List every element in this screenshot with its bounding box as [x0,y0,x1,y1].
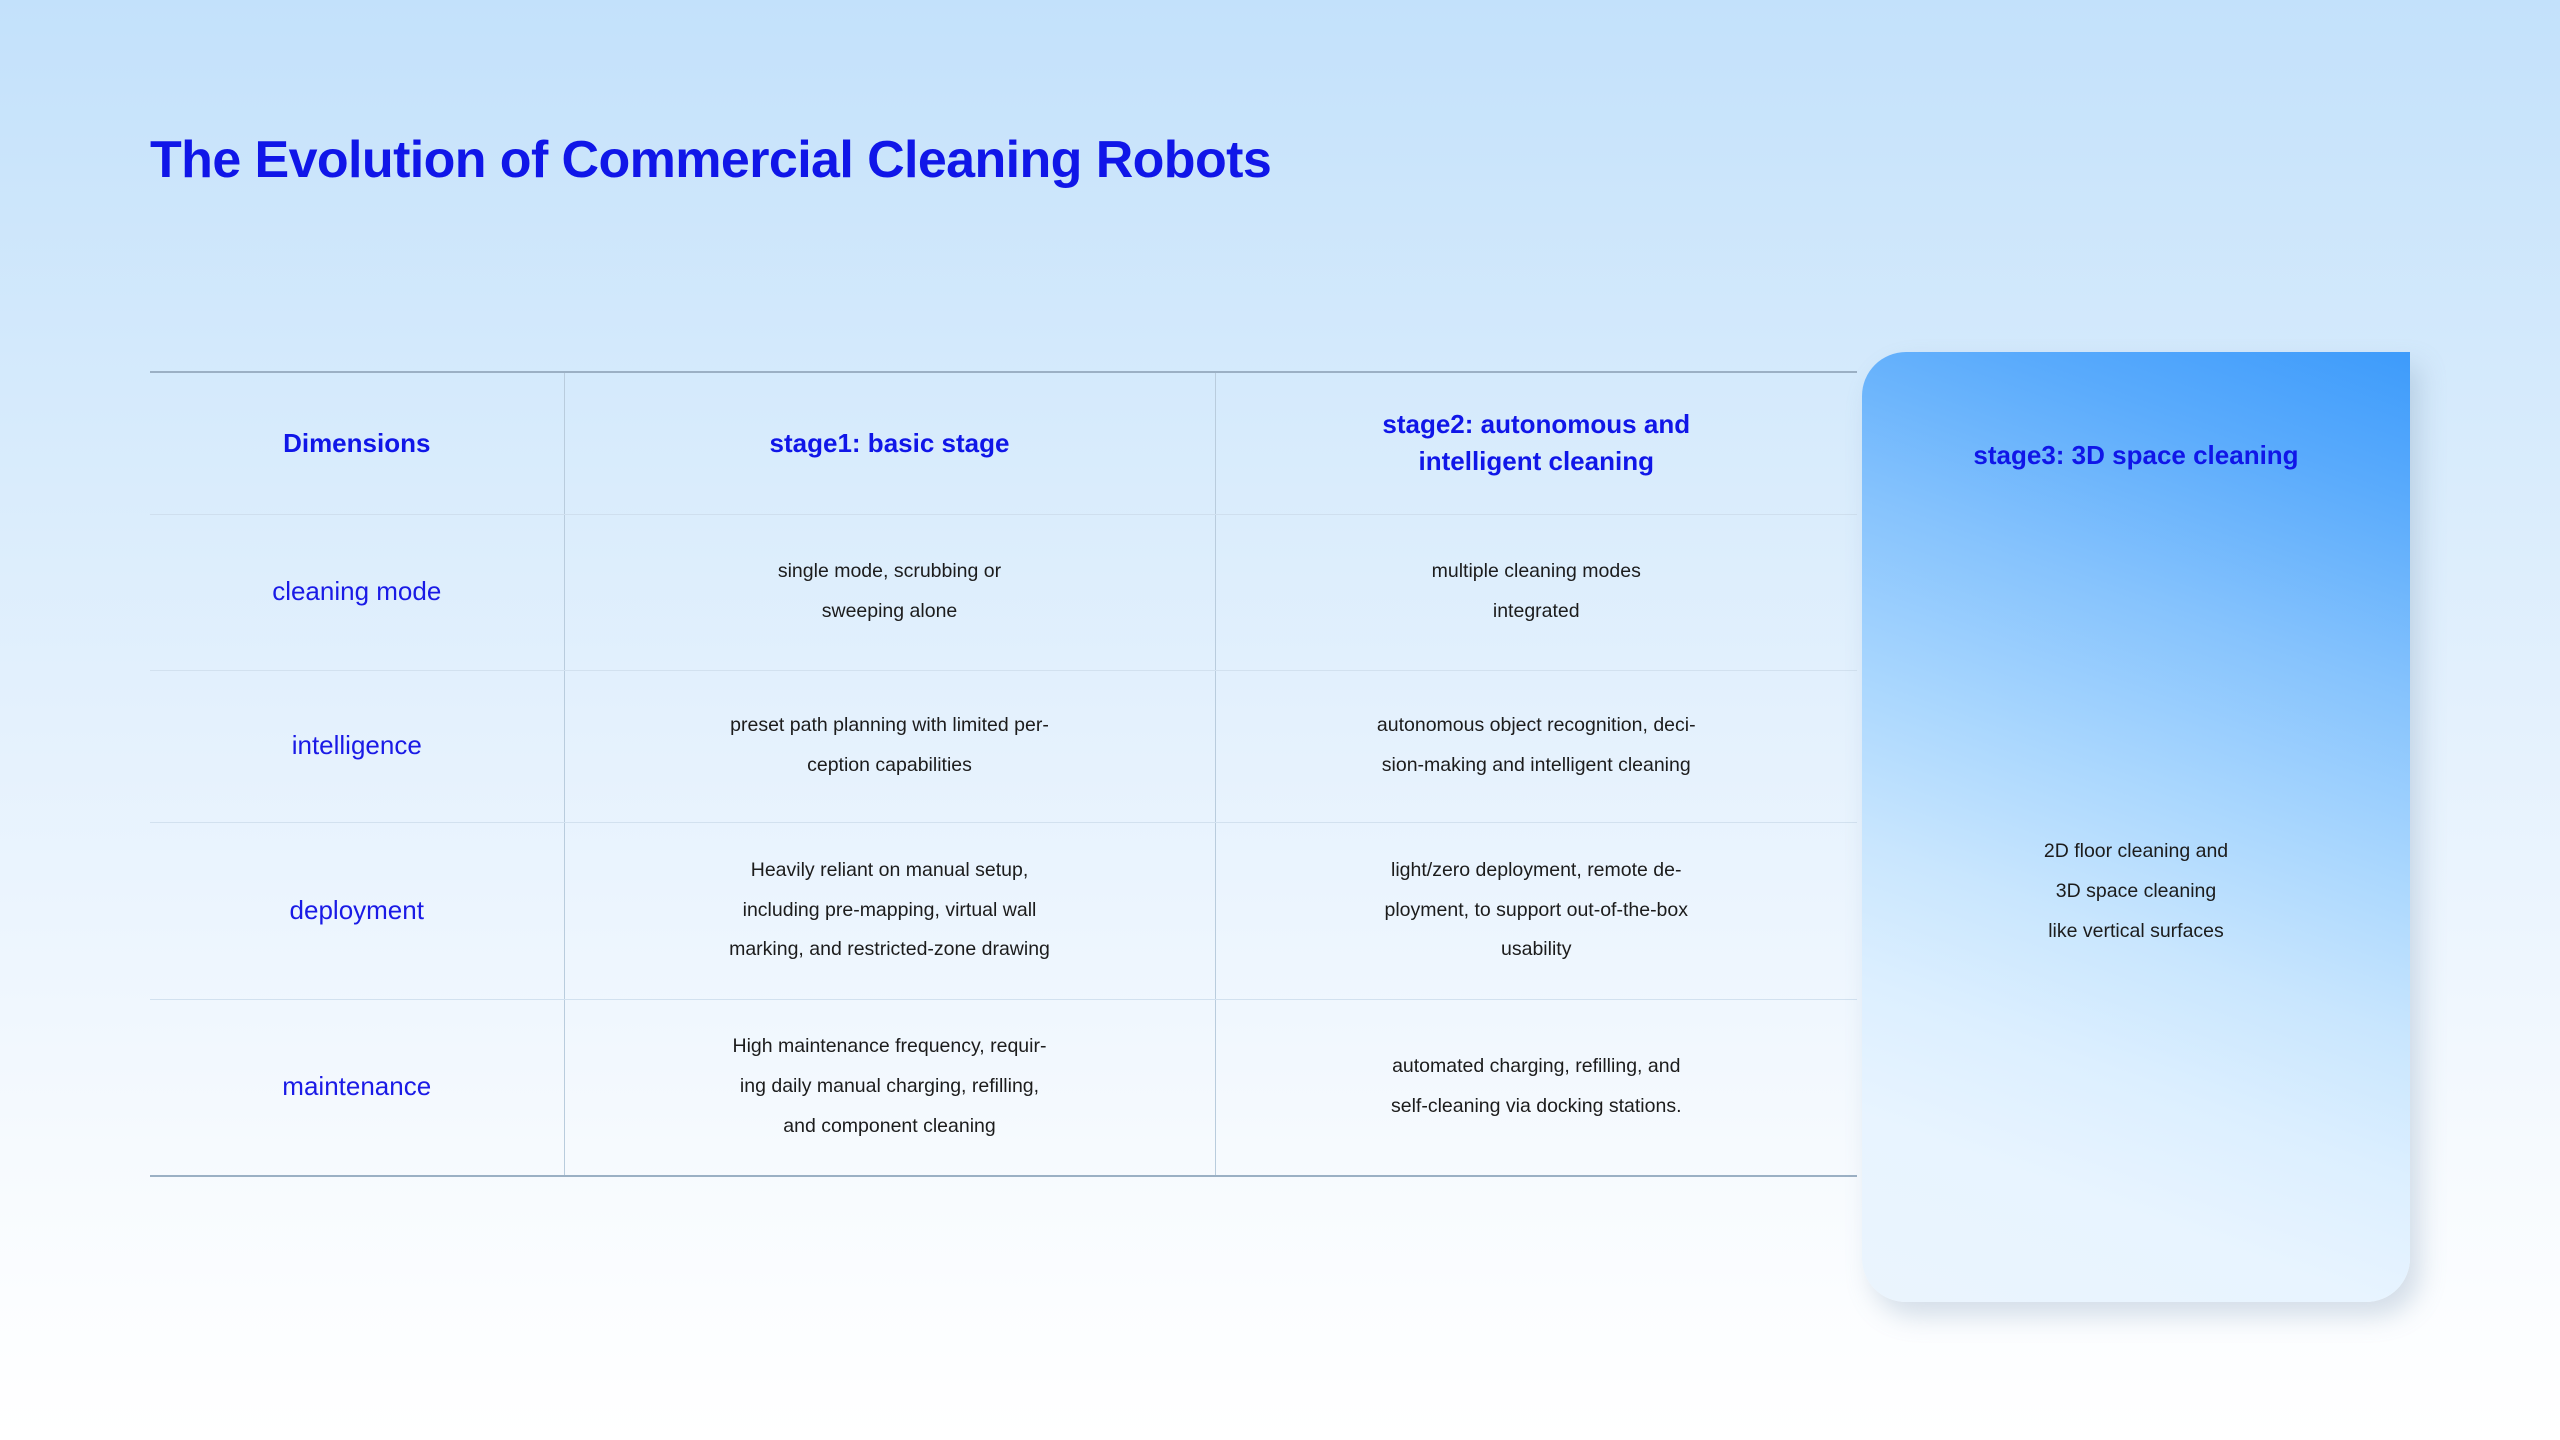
cell-text-line: sweeping alone [821,600,958,622]
table-body: cleaning mode single mode, scrubbing or … [150,514,1857,1177]
cell-stage1-deployment: Heavily reliant on manual setup, includi… [563,822,1215,1000]
column-header-dimensions: Dimensions [150,371,564,515]
column-header-stage2: stage2: autonomous and intelligent clean… [1214,371,1857,515]
cell-text-line: and component cleaning [783,1115,996,1138]
dimension-label-deployment: deployment [150,822,564,1000]
cell-text-line: automated charging, refilling, and [1392,1055,1681,1078]
comparison-table-container: Dimensions stage1: basic stage stage2: a… [150,371,1857,1177]
cell-stage2-maintenance: automated charging, refilling, and self-… [1214,999,1857,1177]
stage3-highlight-card: stage3: 3D space cleaning 2D floor clean… [1862,352,2410,1302]
cell-text-line: integrated [1492,600,1580,622]
cell-text-line: single mode, scrubbing or [777,560,1002,583]
table-header-row: Dimensions stage1: basic stage stage2: a… [150,371,1857,515]
table-row-cleaning-mode: cleaning mode single mode, scrubbing or … [150,514,1857,671]
cell-text-line: sion-making and intelligent cleaning [1381,754,1691,776]
dimension-label-intelligence: intelligence [150,670,564,823]
cell-text-line: like vertical surfaces [2048,919,2224,942]
cell-text-line: usability [1501,938,1572,961]
cell-text-line: 3D space cleaning [2055,879,2217,902]
stage3-card-title: stage3: 3D space cleaning [1973,440,2299,470]
cell-text-line: ing daily manual charging, refilling, [739,1075,1040,1098]
cell-stage2-deployment: light/zero deployment, remote de- ployme… [1214,822,1857,1000]
cell-text-line: self-cleaning via docking stations. [1391,1095,1682,1118]
cell-text-line: including pre-mapping, virtual wall [742,898,1037,921]
table-header: Dimensions stage1: basic stage stage2: a… [150,371,1857,515]
table-row-deployment: deployment Heavily reliant on manual set… [150,822,1857,1000]
cell-text-line: preset path planning with limited per- [730,714,1049,737]
column-header-stage1: stage1: basic stage [563,371,1215,515]
page-title: The Evolution of Commercial Cleaning Rob… [150,131,1272,189]
cell-text-line: light/zero deployment, remote de- [1391,858,1682,881]
table-row-maintenance: maintenance High maintenance frequency, … [150,999,1857,1177]
cell-text-line: ception capabilities [807,754,972,776]
cell-text-line: Heavily reliant on manual setup, [750,858,1029,881]
cell-stage2-intelligence: autonomous object recognition, deci- sio… [1214,670,1857,823]
cell-text-line: 2D floor cleaning and [2043,840,2229,862]
cell-text-line: marking, and restricted-zone drawing [729,938,1050,961]
cell-stage1-intelligence: preset path planning with limited per- c… [563,670,1215,823]
dimension-label-maintenance: maintenance [150,999,564,1177]
dimension-label-cleaning-mode: cleaning mode [150,514,564,671]
cell-stage1-cleaning-mode: single mode, scrubbing or sweeping alone [563,514,1215,671]
cell-text-line: multiple cleaning modes [1431,560,1641,583]
column-header-stage2-line-2: intelligent cleaning [1418,446,1654,477]
cell-stage1-maintenance: High maintenance frequency, requir- ing … [563,999,1215,1177]
cell-stage2-cleaning-mode: multiple cleaning modes integrated [1214,514,1857,671]
column-header-stage2-line-1: stage2: autonomous and [1382,409,1691,440]
stage3-card-body: 2D floor cleaning and 3D space cleaning … [1862,832,2410,952]
cell-text-line: ployment, to support out-of-the-box [1384,898,1689,921]
cell-text-line: High maintenance frequency, requir- [732,1035,1047,1058]
table-row-intelligence: intelligence preset path planning with l… [150,670,1857,823]
cell-text-line: autonomous object recognition, deci- [1376,714,1696,737]
comparison-table: Dimensions stage1: basic stage stage2: a… [150,371,1857,1177]
